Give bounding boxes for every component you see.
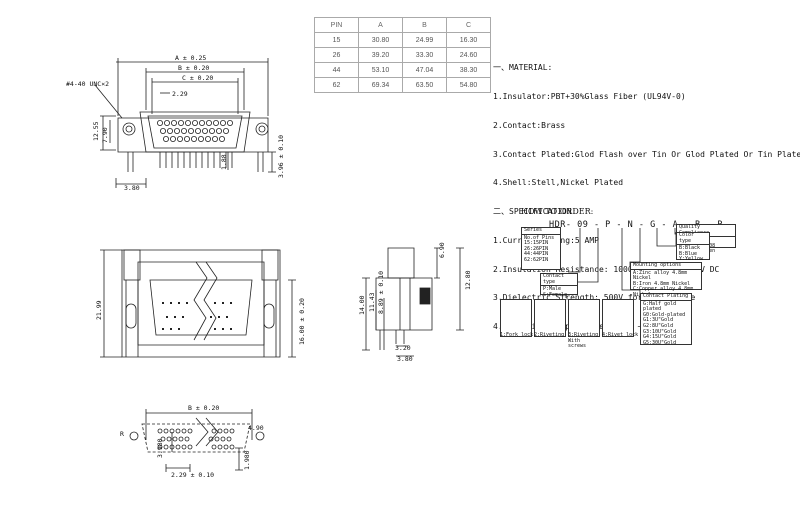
order-code: HDR- 09 - P - N - G - A - B - R [549,220,724,230]
box-line: 15:15PIN [524,240,549,247]
box-line: B:Black [679,245,701,252]
box-line: No.of Pins [524,234,555,241]
table-cell: 30.80 [358,32,403,48]
order-title: HOW TO ORDER: [521,207,594,216]
table-cell: 69.34 [358,77,403,93]
table-cell: 15 [314,32,359,48]
dim-380b: 3.80 [397,355,413,363]
dim-pitch: 2.29 [172,90,188,98]
dim-1255: 12.55 [92,121,100,141]
option-label: 2:Riveting [534,332,565,338]
box-line: G5:30U"Gold [643,339,677,346]
table-cell: 24.99 [402,32,447,48]
pins-top [156,120,233,142]
table-cell: 53.10 [358,62,403,78]
dim-1143: 11.43 [368,292,376,312]
spec-line: 1.Insulator:PBT+30%Glass Fiber (UL94V-0) [493,91,686,101]
table-header-b: B [402,17,447,33]
option-label: 1:Fork lock [500,332,534,338]
dim-380: 3.80 [124,184,140,192]
dim-188: 1.88 [220,154,228,170]
box-line: B:Blue [679,250,698,257]
dim-396: 3.96 ± 0.10 [277,135,285,178]
box-line: S:Female [543,291,568,298]
vertical-dims: 12.55 7.90 3.96 ± 0.10 1.88 21.99 16.00 … [92,121,472,470]
box-line: G2:8U"Gold [643,322,674,329]
color-type-box: Color type B:Black B:Blue Y:Yellow [676,232,710,263]
table-cell: 54.80 [446,77,491,93]
rivet-lock-image [602,299,634,337]
box-line: G3:10U"Gold [643,328,677,335]
box-line: G4:15U"Gold [643,334,677,341]
dim-b: B ± 0.20 [178,64,209,72]
option-label: 4:Rivet lock [602,332,639,338]
box-line: P:Male [543,286,562,293]
dim-229: 2.29 ± 0.10 [171,471,214,479]
table-header-pin: PIN [314,17,359,33]
spec-line: 3.Contact Plated:Glod Flash over Tin Or … [493,149,800,159]
dim-a: A ± 0.25 [175,54,206,62]
table-cell: 63.50 [402,77,447,93]
fork-lock-image [500,299,532,337]
box-line: Y:Yellow [679,256,704,263]
dim-690: 6.90 [438,242,446,258]
spec-line: 4.Shell:Stell,Nickel Plated [493,178,624,188]
dim-r: R [120,430,124,438]
table-cell: 44 [314,62,359,78]
box-title: Contact Plating [641,293,691,301]
table-header-c: C [446,17,491,33]
table-cell: 47.04 [402,62,447,78]
riveting-screws-image [568,299,600,337]
table-cell: 26 [314,47,359,63]
riveting-image [534,299,566,337]
dim-790: 7.90 [101,127,109,143]
box-line: G0:Gold-plated [643,311,686,318]
dim-2199: 21.99 [95,300,103,320]
material-heading: 一、MATERIAL: [493,63,553,73]
mounting-box: Mounting options A:Zinc alloy 4.8mm Nick… [630,262,702,298]
dim-1400: 14.00 [358,295,366,315]
dim-c: C ± 0.20 [182,74,213,82]
table-cell: 38.30 [446,62,491,78]
box-title: Mounting options [631,262,701,270]
box-line: 62:62PIN [524,256,549,263]
dim-320: 3.20 [395,344,411,352]
spec-line: 2.Contact:Brass [493,120,566,130]
box-title: Series [522,227,560,235]
contact-type-box: Contact type P:Male S:Female [540,273,578,297]
table-cell: 24.60 [446,47,491,63]
box-line: B:Iron 4.8mm Nickel [633,280,691,287]
box-line: 44:44PIN [524,251,549,258]
table-cell: 39.20 [358,47,403,63]
contact-plating-box: Contact Plating G:Half gold plated G0:Go… [640,293,692,345]
dim-889: 8.89 ± 0.10 [377,271,385,314]
dim-1280: 12.80 [464,270,472,290]
dim-1980: 1.980 [243,450,251,470]
box-title: Contact type [541,273,577,287]
box-line: A:Zinc alloy 4.8mm Nickel [633,269,688,282]
dim-screw: #4-40 UNC×2 [66,80,109,88]
table-cell: 62 [314,77,359,93]
table-header-a: A [358,17,403,33]
dim-490: 4.90 [248,424,264,432]
specification-heading: 二、SPECIFICATION: [493,207,577,217]
table-cell: 16.30 [446,32,491,48]
box-line: G:Half gold plated [643,300,677,313]
dim-3980: 3.980 [156,438,164,458]
series-box: Series No.of Pins 15:15PIN 26:26PIN 44:4… [521,227,561,270]
option-label: 3:Riveting With screws [568,332,599,349]
dim-1600: 16.00 ± 0.20 [298,298,306,345]
box-line: 26:26PIN [524,245,549,252]
box-title: Color type [677,232,709,246]
box-line: G1:3U"Gold [643,317,674,324]
table-cell: 33.30 [402,47,447,63]
dim-b2: B ± 0.20 [188,404,219,412]
